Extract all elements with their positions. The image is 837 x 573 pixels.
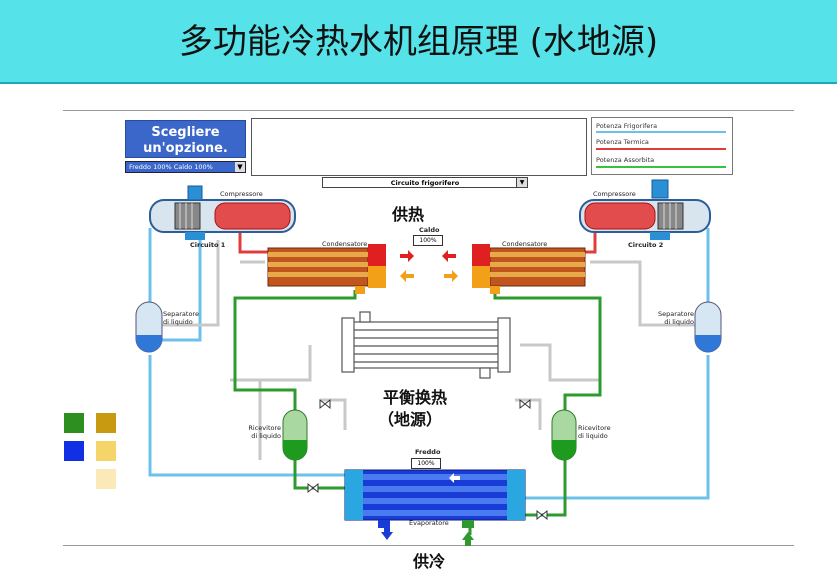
swatch-green — [64, 413, 84, 433]
info-text-area — [251, 118, 587, 176]
label-receiver-right: Ricevitore di liquido — [578, 424, 611, 440]
label-condenser-left: Condensatore — [322, 240, 368, 248]
label-circuit1: Circuito 1 — [190, 241, 226, 249]
label-cold: Freddo — [415, 448, 441, 456]
annotation-heating: 供热 — [392, 205, 425, 224]
chevron-down-icon[interactable]: ▼ — [235, 162, 245, 172]
top-divider — [63, 110, 794, 111]
cold-pipes — [148, 210, 710, 500]
title-bar: 多功能冷热水机组原理 (水地源) — [0, 0, 837, 84]
valves — [307, 398, 548, 521]
legend-label-termica: Potenza Termica — [596, 138, 649, 146]
grey-pipes — [160, 240, 700, 460]
label-heat: Caldo — [419, 226, 440, 234]
annotation-balance: 平衡换热 — [383, 388, 448, 407]
swatch-blue — [64, 441, 84, 461]
cold-out-arrow-icon — [381, 526, 393, 540]
option-heading-text: Scegliere un'opzione. — [143, 125, 228, 156]
option-heading: Scegliere un'opzione. — [125, 120, 246, 158]
condenser-left — [267, 244, 386, 294]
receiver-right — [551, 409, 577, 461]
label-circuit2: Circuito 2 — [628, 241, 664, 249]
label-compressor-right: Compressore — [593, 190, 636, 198]
swatch-gold — [96, 413, 116, 433]
label-evaporator: Evaporatore — [409, 519, 449, 527]
bottom-divider — [63, 545, 794, 546]
heat-value: 100% — [413, 235, 443, 246]
heat-arrows — [400, 250, 458, 282]
label-separator-left: Separatore di liquido — [163, 310, 199, 326]
legend-line-termica — [596, 148, 726, 150]
annotation-ground-source: （地源） — [378, 410, 443, 429]
mode-select-value: Freddo 100% Caldo 100% — [129, 163, 213, 171]
swatch-yellow — [96, 441, 116, 461]
compressor-right — [579, 179, 711, 240]
label-receiver-left: Ricevitore di liquido — [248, 424, 281, 440]
circuit-select[interactable]: Circuito frigorifero ▼ — [322, 177, 528, 188]
legend-line-frigorifera — [596, 131, 726, 133]
label-compressor-left: Compressore — [220, 190, 263, 198]
legend-label-assorbita: Potenza Assorbita — [596, 156, 655, 164]
legend-label-frigorifera: Potenza Frigorifera — [596, 122, 658, 130]
swatch-cream — [96, 469, 116, 489]
chevron-down-icon[interactable]: ▼ — [516, 178, 527, 187]
label-separator-right: Separatore di liquido — [658, 310, 694, 326]
separator-left — [135, 301, 163, 353]
balance-exchanger — [341, 311, 511, 379]
separator-right — [694, 301, 722, 353]
evaporator — [344, 469, 526, 528]
cold-in-arrow-icon — [462, 532, 474, 546]
page-title: 多功能冷热水机组原理 (水地源) — [178, 22, 659, 62]
legend-line-assorbita — [596, 166, 726, 168]
circuit-select-value: Circuito frigorifero — [390, 179, 460, 187]
legend: Potenza Frigorifera Potenza Termica Pote… — [591, 117, 733, 175]
cold-value: 100% — [411, 458, 441, 469]
label-condenser-right: Condensatore — [502, 240, 548, 248]
condenser-right — [472, 244, 586, 294]
annotation-cooling: 供冷 — [413, 552, 446, 571]
compressor-left — [149, 185, 296, 240]
mode-select[interactable]: Freddo 100% Caldo 100% ▼ — [125, 161, 246, 173]
receiver-left — [282, 409, 308, 461]
